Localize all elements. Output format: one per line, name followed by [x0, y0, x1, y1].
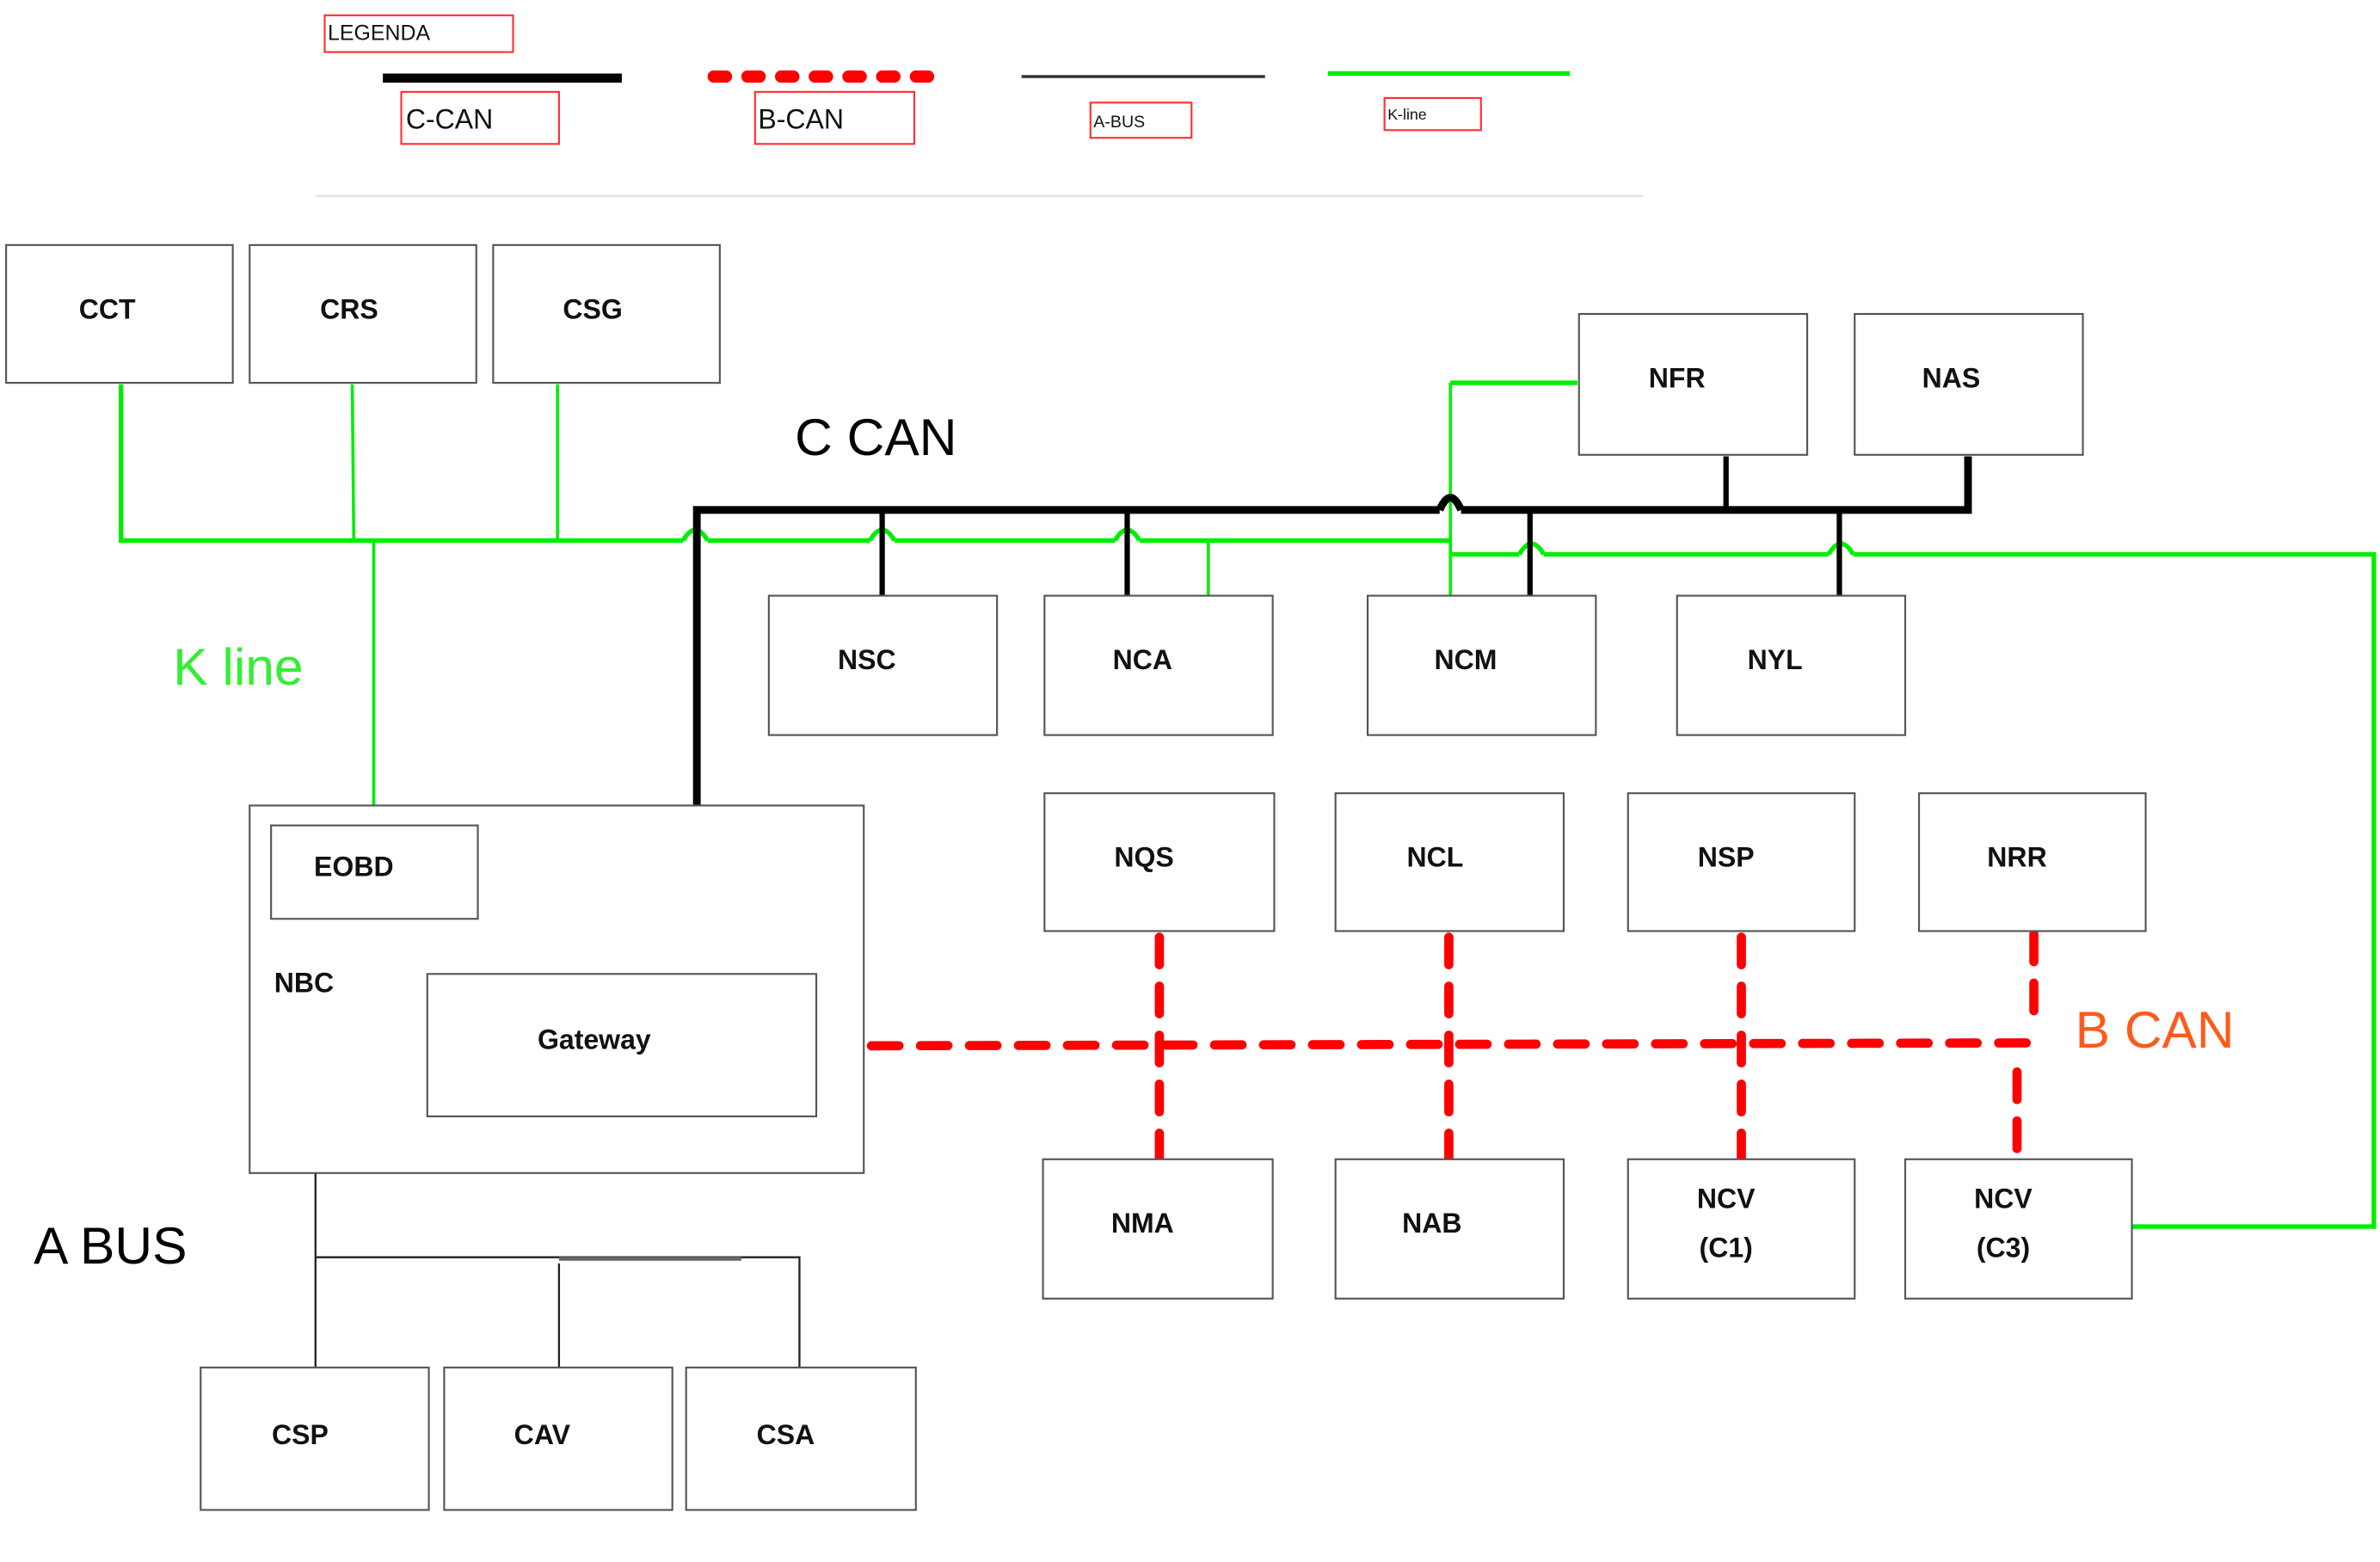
node-csp[interactable]: CSP	[200, 1366, 430, 1511]
a-bus-label: A BUS	[34, 1216, 187, 1275]
node-label: CRS	[320, 293, 378, 324]
node-label: Gateway	[538, 1024, 651, 1055]
node-nsp[interactable]: NSP	[1627, 792, 1856, 932]
node-label: EOBD	[314, 851, 394, 882]
node-label: CSG	[563, 293, 622, 324]
node-label: NSC	[838, 644, 896, 675]
b-can-bus	[817, 929, 2039, 1165]
c-can-hop	[1436, 494, 1465, 512]
c-can-segment	[1461, 456, 1972, 514]
node-label: CAV	[514, 1419, 571, 1450]
legend-bcan-label: B-CAN	[758, 104, 844, 135]
legend-kline-box	[1383, 96, 1482, 132]
node-crs[interactable]: CRS	[249, 243, 477, 384]
node-nsc[interactable]: NSC	[767, 594, 999, 736]
node-label: NQS	[1114, 842, 1173, 873]
node-label: NYL	[1748, 644, 1803, 675]
node-label: CSP	[272, 1419, 329, 1450]
b-can-label: B CAN	[2076, 1000, 2235, 1059]
node-label: NCM	[1435, 644, 1497, 675]
ecu-nodes: CCT CRS CSG NFR NAS NSC NCA NCM NYL NBC …	[5, 243, 2147, 1511]
legend-kline-label: K-line	[1387, 106, 1427, 123]
node-label: NBC	[274, 968, 334, 999]
node-label: NRR	[1987, 842, 2046, 873]
node-nqs[interactable]: NQS	[1043, 792, 1276, 932]
node-label: NCL	[1406, 842, 1463, 873]
legend-title: LEGENDA	[328, 21, 430, 45]
legend-ccan-label: C-CAN	[406, 104, 493, 135]
node-label: CCT	[79, 293, 136, 324]
legend-abus-label: A-BUS	[1093, 113, 1145, 132]
node-nrr[interactable]: NRR	[1917, 792, 2147, 932]
legend-abus-box	[1089, 101, 1193, 139]
k-line-bus	[118, 380, 2377, 1229]
b-can-main	[817, 1038, 2034, 1051]
node-nma[interactable]: NMA	[1042, 1158, 1274, 1300]
legend: LEGENDA C-CAN B-CAN A-BUS K-line	[315, 14, 1644, 198]
a-bus	[314, 1172, 801, 1368]
node-nca[interactable]: NCA	[1043, 594, 1274, 736]
node-label: NAS	[1922, 362, 1981, 393]
node-label: CSA	[757, 1419, 815, 1450]
node-label: NMA	[1111, 1208, 1174, 1239]
node-label: NAB	[1402, 1208, 1461, 1239]
k-line-ncv-c3	[1853, 551, 2377, 1229]
node-ncv-c3[interactable]: NCV (C3)	[1903, 1158, 2133, 1300]
node-nyl[interactable]: NYL	[1676, 594, 1907, 736]
node-label: NCV	[1697, 1184, 1756, 1215]
k-line-label: K line	[173, 637, 303, 696]
node-csg[interactable]: CSG	[492, 243, 721, 384]
node-ncv-c1[interactable]: NCV (C1)	[1627, 1158, 1856, 1300]
node-label: NSP	[1698, 842, 1755, 873]
legend-title-box	[323, 14, 514, 53]
node-nab[interactable]: NAB	[1334, 1158, 1565, 1300]
node-nas[interactable]: NAS	[1854, 312, 2084, 456]
node-eobd[interactable]: EOBD	[270, 824, 479, 920]
node-ncm[interactable]: NCM	[1366, 594, 1597, 736]
a-bus-main	[315, 1256, 801, 1368]
node-cav[interactable]: CAV	[443, 1366, 673, 1511]
node-gateway[interactable]: Gateway	[426, 973, 818, 1117]
node-ncl[interactable]: NCL	[1334, 792, 1565, 932]
node-label: NFR	[1649, 362, 1706, 393]
legend-bcan-box	[753, 90, 916, 145]
node-label: NCA	[1113, 644, 1172, 675]
node-cct[interactable]: CCT	[5, 243, 234, 384]
node-sublabel: (C1)	[1700, 1233, 1753, 1264]
k-line-segment	[118, 384, 684, 544]
k-line-drop-crs	[350, 384, 356, 541]
node-nfr[interactable]: NFR	[1577, 312, 1809, 456]
node-sublabel: (C3)	[1977, 1233, 2030, 1264]
node-label: NCV	[1974, 1184, 2033, 1215]
node-csa[interactable]: CSA	[685, 1366, 917, 1511]
c-can-label: C CAN	[795, 408, 956, 466]
legend-ccan-box	[400, 90, 560, 145]
